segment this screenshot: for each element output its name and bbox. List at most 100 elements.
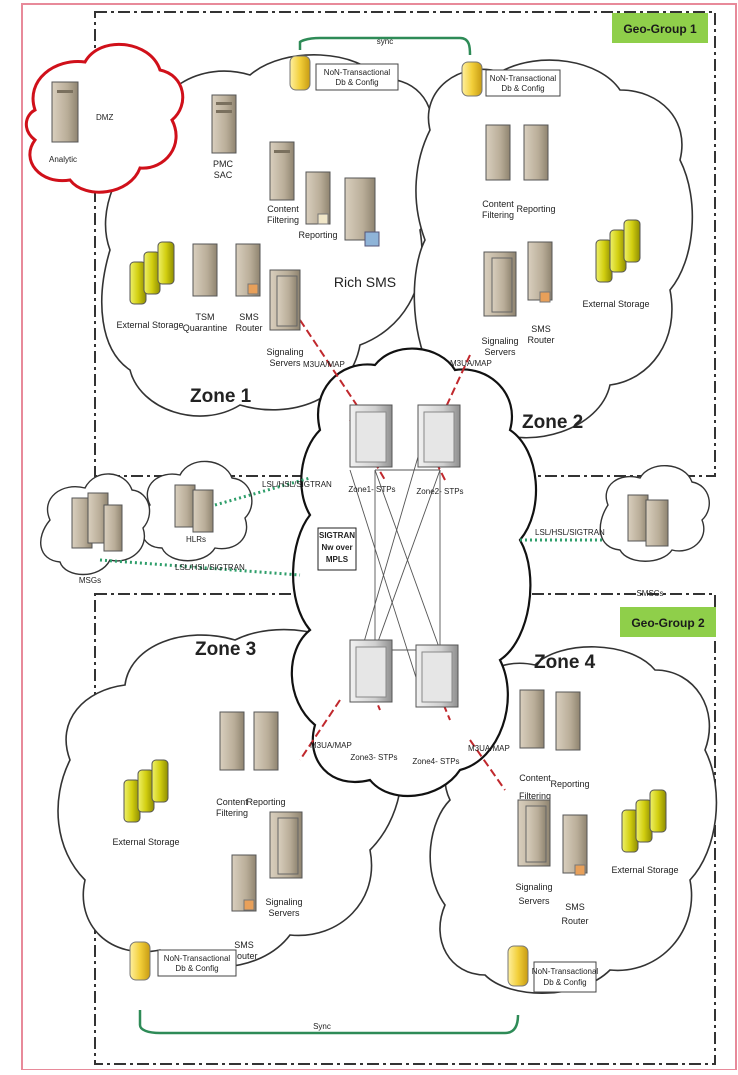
sync-line-top: [298, 36, 472, 56]
sms-label-z1: SMS: [239, 312, 259, 322]
filtering-label-z2: Filtering: [482, 210, 514, 220]
msgs-label: MSGs: [79, 576, 101, 585]
server-icon: [211, 94, 237, 154]
sigtran-dotted-links: [99, 476, 605, 577]
zone-3-label: Zone 3: [195, 639, 256, 660]
server-icon: [523, 124, 549, 181]
server-icon: [483, 251, 517, 317]
signaling-label-z2: Signaling: [481, 336, 518, 346]
server-icon: [485, 124, 511, 181]
sigtran-line1: SIGTRAN: [319, 531, 355, 540]
sync-bottom-label: Sync: [313, 1022, 331, 1031]
db1-line2: Db & Config: [335, 78, 378, 87]
external-storage-label-z2: External Storage: [582, 299, 649, 309]
zone-4-label: Zone 4: [534, 652, 596, 673]
reporting-label-z1: Reporting: [298, 230, 337, 240]
server-icon: [269, 269, 301, 331]
server-icon: [235, 243, 261, 297]
zone-2-cloud: [413, 59, 694, 439]
db-icon: [289, 55, 311, 91]
filtering-label-z3: Filtering: [216, 808, 248, 818]
sync-line-bottom: [138, 1010, 520, 1035]
pmc-label: PMC: [213, 159, 234, 169]
content-label-z1: Content: [267, 204, 299, 214]
geo-group-2-badge: [620, 607, 716, 637]
central-sigtran-cloud: [290, 347, 538, 798]
db3-line1: NoN-Transactional: [164, 954, 231, 963]
server-icon: [305, 171, 331, 225]
reporting-label-z2: Reporting: [516, 204, 555, 214]
zone-1-label: Zone 1: [190, 386, 252, 407]
db4-line1: NoN-Transactional: [532, 967, 599, 976]
zone-2-label: Zone 2: [522, 412, 583, 433]
server-icon: [71, 492, 123, 552]
server-icon: [231, 854, 257, 912]
db3-line2: Db & Config: [175, 964, 218, 973]
router-label-z4: Router: [561, 916, 588, 926]
db-box: [485, 69, 561, 97]
dmz-label: DMZ: [96, 113, 113, 122]
sac-label: SAC: [214, 170, 233, 180]
reporting-label-z3: Reporting: [246, 797, 285, 807]
stp-icon: [349, 404, 393, 468]
server-icon: [174, 484, 214, 533]
db-box: [157, 949, 237, 977]
external-storage-label-z1: External Storage: [116, 320, 183, 330]
server-icon: [219, 711, 245, 771]
sms-label-z3: SMS: [234, 940, 254, 950]
server-icon: [562, 814, 588, 876]
stp-icon: [417, 404, 461, 468]
storage-icon: [129, 241, 175, 305]
db1-line1: NoN-Transactional: [324, 68, 391, 77]
stp-icon: [415, 644, 459, 708]
sigtran-link-label-1: LSL/HSL/SIGTRAN: [262, 480, 332, 489]
analytic-label: Analytic: [49, 155, 77, 164]
smscs-label: SMSCs: [636, 589, 663, 598]
storage-icon: [621, 789, 667, 853]
servers-label-z4: Servers: [518, 896, 550, 906]
router-label-z3: Router: [230, 951, 257, 961]
server-icon: [627, 494, 669, 547]
sigtran-link-label-2: LSL/HSL/SIGTRAN: [175, 563, 245, 572]
quarantine-label: Quarantine: [183, 323, 228, 333]
db-box: [533, 961, 597, 993]
servers-label-z2: Servers: [484, 347, 516, 357]
server-icon: [192, 243, 218, 297]
sms-label-z2: SMS: [531, 324, 551, 334]
filtering-label-z4: Filtering: [519, 791, 551, 801]
sigtran-link-label-3: LSL/HSL/SIGTRAN: [535, 528, 605, 537]
server-icon: [527, 241, 553, 303]
server-icon: [344, 177, 380, 247]
reporting-label-z4: Reporting: [550, 779, 589, 789]
db-icon: [507, 945, 529, 987]
content-label-z2: Content: [482, 199, 514, 209]
stp-icon: [349, 639, 393, 703]
hlrs-label: HLRs: [186, 535, 206, 544]
sigtran-box: [317, 527, 357, 571]
db-box: [315, 63, 399, 91]
geo-group-2-label: Geo-Group 2: [631, 616, 705, 630]
signaling-label-z1: Signaling: [266, 347, 303, 357]
server-icon: [519, 689, 545, 749]
zone3-stps-label: Zone3- STPs: [350, 753, 397, 762]
dmz-cloud: [24, 42, 185, 194]
zone2-stps-label: Zone2- STPs: [416, 487, 463, 496]
router-label-z2: Router: [527, 335, 554, 345]
geo-group-1-box: [94, 11, 716, 477]
storage-icon: [595, 219, 641, 283]
external-storage-label-z3: External Storage: [112, 837, 179, 847]
db2-line2: Db & Config: [501, 84, 544, 93]
external-storage-label-z4: External Storage: [611, 865, 678, 875]
router-label-z1: Router: [235, 323, 262, 333]
geo-group-1-badge: [612, 13, 708, 43]
signaling-label-z3: Signaling: [265, 897, 302, 907]
zone4-stps-label: Zone4- STPs: [412, 757, 459, 766]
db2-line1: NoN-Transactional: [490, 74, 557, 83]
m3ua-label-z1: M3UA/MAP: [303, 360, 345, 369]
server-icon: [269, 811, 303, 879]
storage-icon: [123, 759, 169, 823]
servers-label-z1: Servers: [269, 358, 301, 368]
sms-label-z4: SMS: [565, 902, 585, 912]
server-icon: [555, 691, 581, 751]
